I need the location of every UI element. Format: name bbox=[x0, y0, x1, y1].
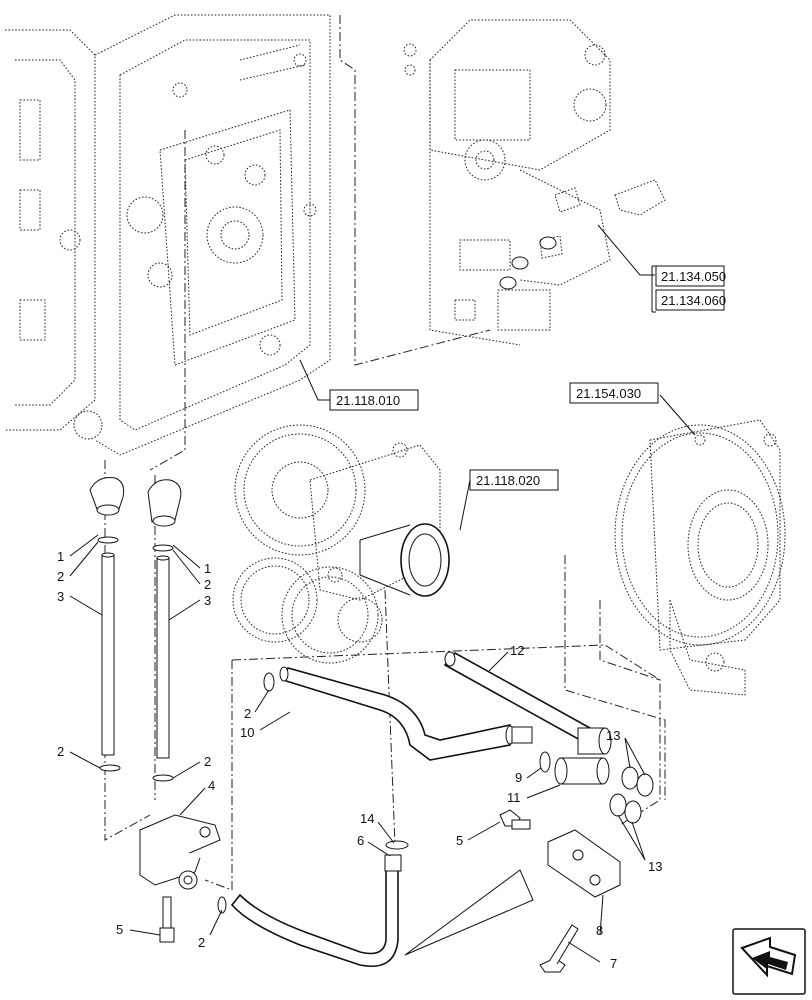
callout-2[interactable]: 2 bbox=[57, 744, 64, 759]
ref-21-118-010[interactable]: 21.118.010 bbox=[336, 393, 400, 408]
callout-numbers: 1 2 3 2 1 2 3 2 4 5 2 2 10 12 9 11 13 13… bbox=[57, 549, 662, 971]
ref-21-134-050[interactable]: 21.134.050 bbox=[661, 269, 726, 284]
center-pipe-assembly bbox=[230, 651, 654, 973]
ref-21-134-060[interactable]: 21.134.060 bbox=[661, 293, 726, 308]
callout-2[interactable]: 2 bbox=[204, 754, 211, 769]
reference-leaders bbox=[299, 224, 696, 531]
callout-8[interactable]: 8 bbox=[596, 923, 603, 938]
callout-3[interactable]: 3 bbox=[204, 593, 211, 608]
callout-leaders bbox=[69, 534, 646, 963]
left-pipe-assembly bbox=[89, 477, 227, 943]
callout-12[interactable]: 12 bbox=[510, 643, 524, 658]
callout-14[interactable]: 14 bbox=[360, 811, 374, 826]
callout-3[interactable]: 3 bbox=[57, 589, 64, 604]
callout-9[interactable]: 9 bbox=[515, 770, 522, 785]
callout-4[interactable]: 4 bbox=[208, 778, 215, 793]
valve-assembly bbox=[403, 19, 666, 346]
callout-2[interactable]: 2 bbox=[204, 577, 211, 592]
callout-11[interactable]: 11 bbox=[507, 790, 521, 805]
callout-5[interactable]: 5 bbox=[116, 922, 123, 937]
callout-10[interactable]: 10 bbox=[240, 725, 254, 740]
callout-2[interactable]: 2 bbox=[198, 935, 205, 950]
callout-1[interactable]: 1 bbox=[57, 549, 64, 564]
ref-21-154-030[interactable]: 21.154.030 bbox=[576, 386, 641, 401]
callout-2[interactable]: 2 bbox=[244, 706, 251, 721]
ref-21-118-020[interactable]: 21.118.020 bbox=[476, 473, 540, 488]
cover-housing bbox=[614, 419, 786, 696]
next-page-arrow-icon[interactable] bbox=[732, 928, 806, 995]
reference-boxes: 21.134.050 21.134.060 21.118.010 21.154.… bbox=[329, 265, 726, 491]
transmission-housing bbox=[5, 14, 331, 456]
gear-cluster bbox=[232, 424, 450, 664]
callout-2[interactable]: 2 bbox=[57, 569, 64, 584]
callout-13[interactable]: 13 bbox=[606, 728, 620, 743]
callout-5[interactable]: 5 bbox=[456, 833, 463, 848]
callout-7[interactable]: 7 bbox=[610, 956, 617, 971]
callout-6[interactable]: 6 bbox=[357, 833, 364, 848]
callout-13[interactable]: 13 bbox=[648, 859, 662, 874]
callout-1[interactable]: 1 bbox=[204, 561, 211, 576]
